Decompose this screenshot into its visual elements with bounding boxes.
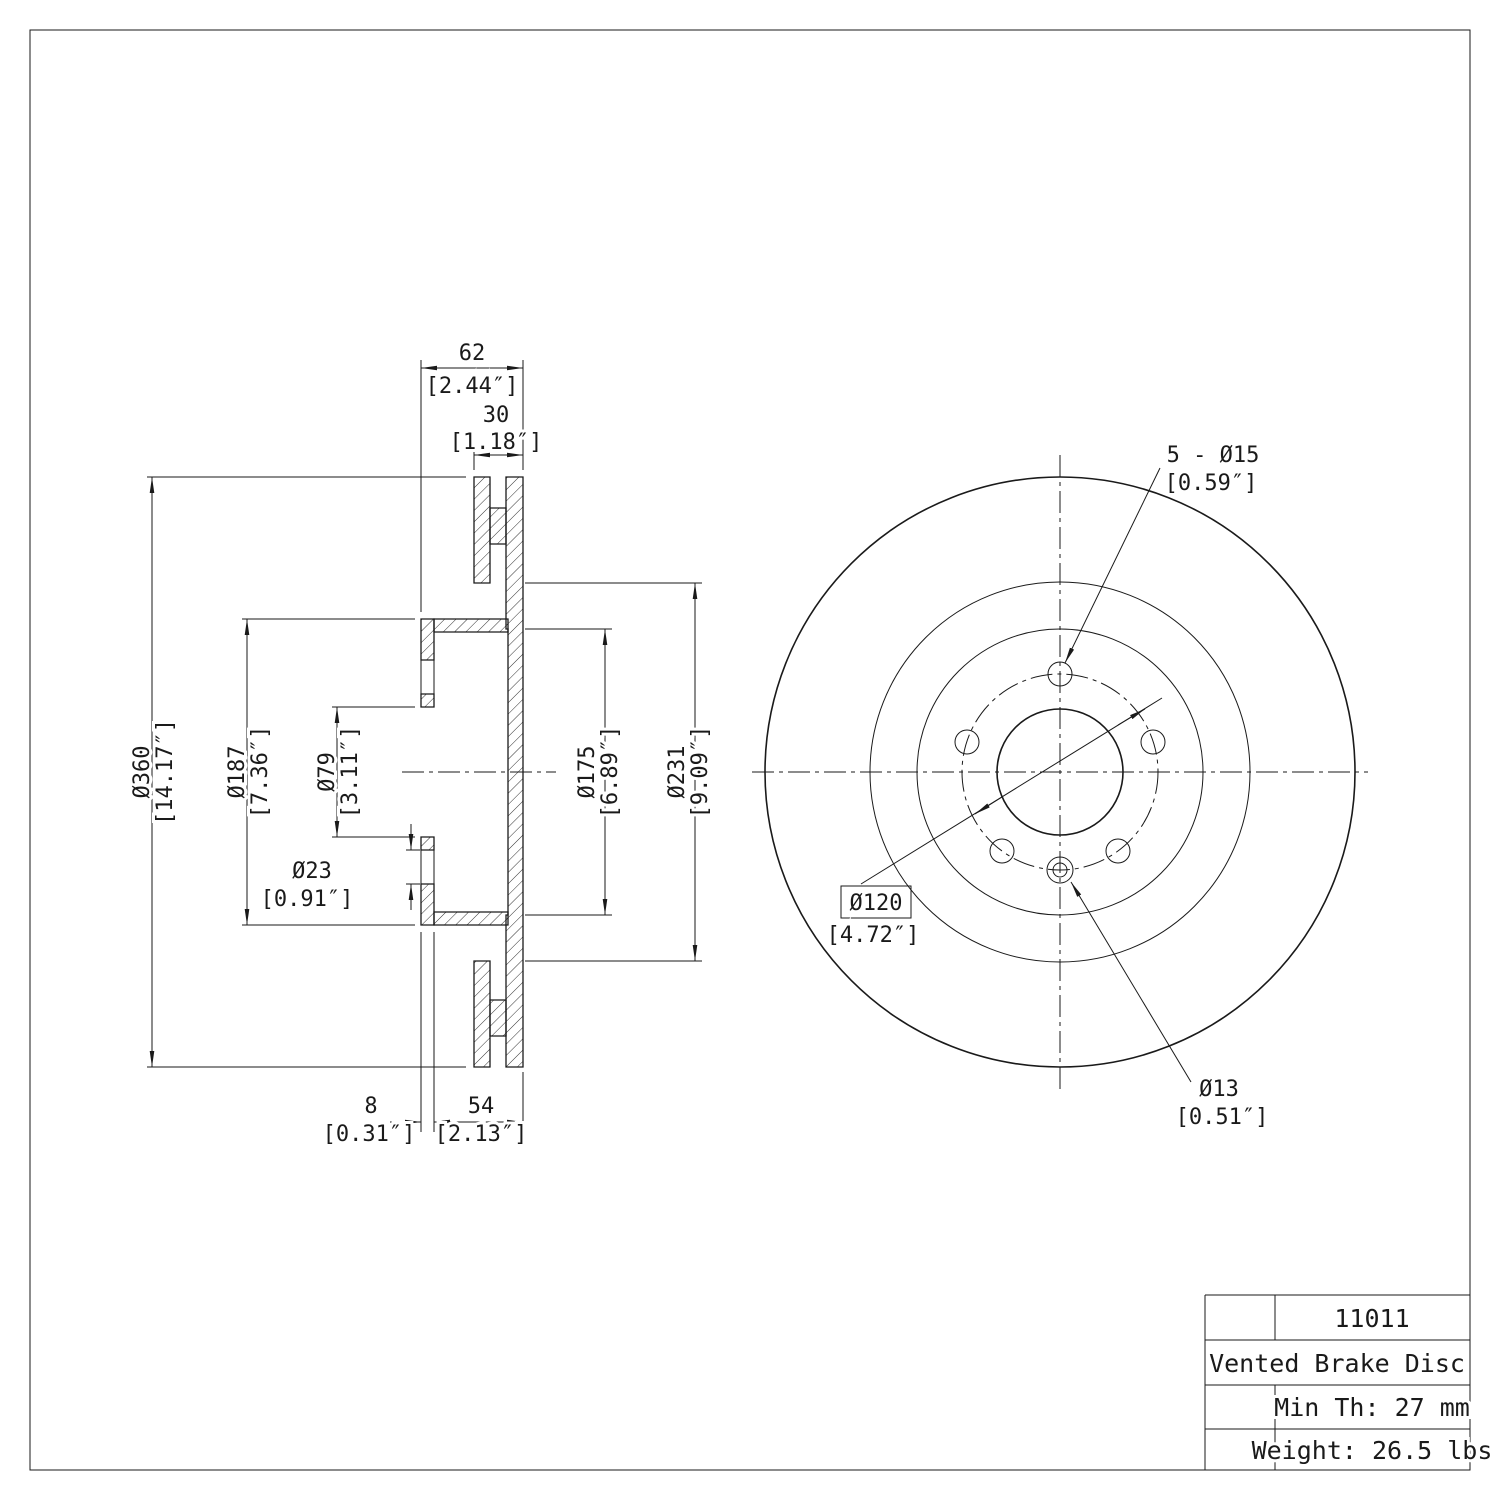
flange-bottom-inner (420, 836, 435, 851)
flange-top-inner (420, 693, 435, 708)
dim-bolt-holes-in: [0.59″] (1165, 471, 1258, 496)
section-material (420, 476, 524, 1068)
dim-231-in: [9.09″] (688, 726, 713, 819)
dim-30-mm: 30 (483, 403, 510, 428)
dim-bcd-in: [4.72″] (827, 923, 920, 948)
dim-30-in: [1.18″] (450, 430, 543, 455)
hat-drum-top (433, 618, 509, 633)
front-view: Ø120 [4.72″] 5 - Ø15 [0.59″] Ø13 [0.51″] (752, 440, 1368, 1133)
inboard-plate-bottom (473, 960, 491, 1068)
bolt-hole-section-top (420, 659, 435, 695)
part-description: Vented Brake Disc (1209, 1349, 1465, 1378)
dim-62-mm: 62 (459, 341, 486, 366)
vent-rib-top (489, 507, 507, 545)
bolt-circle-dimension: Ø120 [4.72″] (824, 697, 1163, 951)
bolt-circle-label-box (840, 885, 912, 919)
section-view: Ø360 [14.17″] Ø187 [7.36″] Ø79 [3.11″] Ø… (127, 338, 716, 1150)
min-thickness: Min Th: 27 mm (1274, 1393, 1470, 1422)
part-number: 11011 (1334, 1304, 1409, 1333)
dim-79-mm: Ø79 (315, 752, 340, 792)
drawing-border (29, 29, 1471, 1471)
dim-187-mm: Ø187 (225, 746, 250, 799)
dim-54-mm: 54 (468, 1094, 495, 1119)
set-screw-callout: Ø13 [0.51″] (1070, 881, 1271, 1133)
dim-8-in: [0.31″] (323, 1122, 416, 1147)
dim-54-in: [2.13″] (435, 1122, 528, 1147)
flange-bottom-outer (420, 883, 435, 926)
dim-bcd-mm: Ø120 (850, 891, 903, 916)
dim-23-mm: Ø23 (292, 859, 332, 884)
bolt-hole-section-bottom (420, 849, 435, 885)
vent-rib-bottom (489, 999, 507, 1037)
inboard-plate-top (473, 476, 491, 584)
dim-bolt-holes-mm: 5 - Ø15 (1167, 443, 1260, 468)
dim-175-in: [6.89″] (598, 726, 623, 819)
weight: Weight: 26.5 lbs (1252, 1436, 1493, 1465)
dim-360-mm: Ø360 (130, 746, 155, 799)
dim-23-in: [0.91″] (261, 887, 354, 912)
dim-62-in: [2.44″] (426, 374, 519, 399)
dim-231-mm: Ø231 (665, 746, 690, 799)
dim-175-mm: Ø175 (575, 746, 600, 799)
title-block: 11011 Vented Brake Disc Min Th: 27 mm We… (1204, 1294, 1495, 1470)
bolt-hole-callout: 5 - Ø15 [0.59″] (1064, 440, 1262, 664)
dim-pin-mm: Ø13 (1199, 1077, 1239, 1102)
dim-8-mm: 8 (364, 1094, 377, 1119)
hat-drum-bottom (433, 911, 509, 926)
dim-79-in: [3.11″] (338, 726, 363, 819)
section-dimensions: Ø360 [14.17″] Ø187 [7.36″] Ø79 [3.11″] Ø… (127, 338, 716, 1150)
dim-187-in: [7.36″] (248, 726, 273, 819)
flange-top-outer (420, 618, 435, 661)
dim-360-in: [14.17″] (153, 719, 178, 825)
dim-pin-in: [0.51″] (1176, 1105, 1269, 1130)
